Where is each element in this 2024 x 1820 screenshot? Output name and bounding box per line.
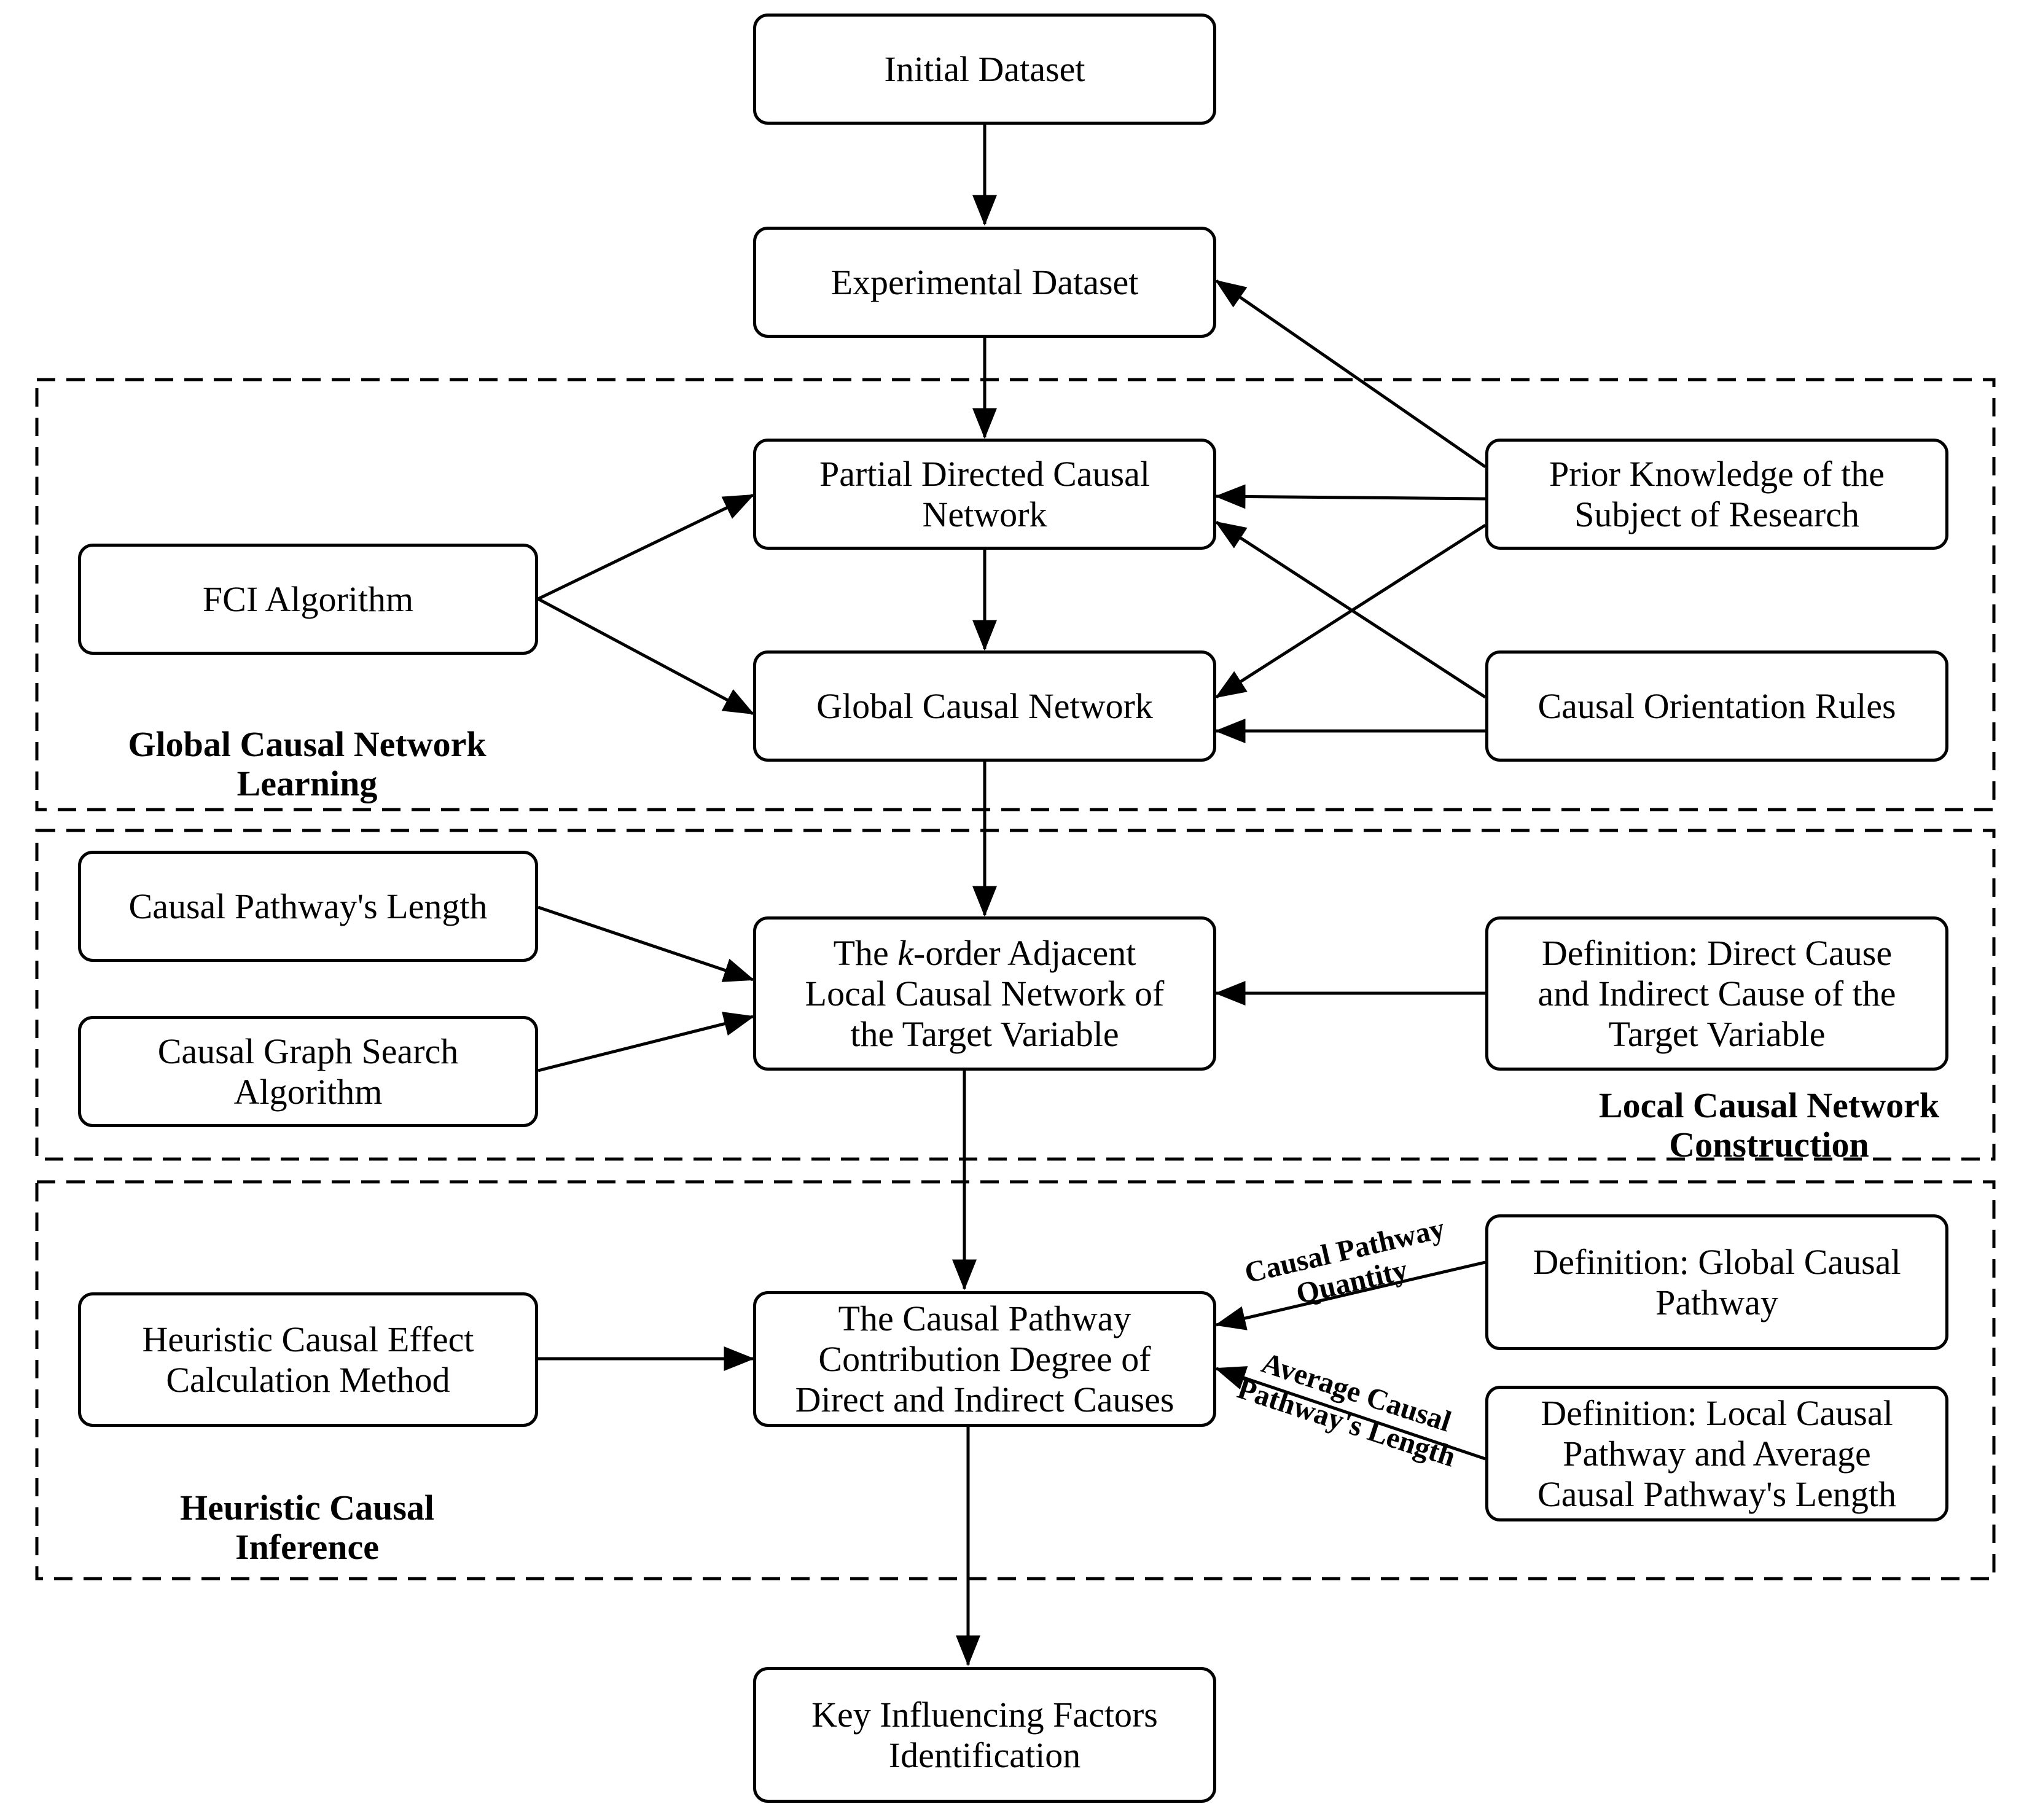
section-label-line: Construction <box>1669 1125 1869 1165</box>
node-text-line: Direct and Indirect Causes <box>795 1379 1174 1420</box>
node-text-line: Identification <box>888 1735 1081 1775</box>
arrow-prior-to-experimental <box>1214 279 1487 469</box>
node-causal-orientation-rules: Causal Orientation Rules <box>1485 650 1948 762</box>
node-experimental-dataset: Experimental Dataset <box>753 227 1216 338</box>
node-text-fragment: The <box>833 932 898 973</box>
node-text-line: Definition: Global Causal <box>1533 1241 1901 1282</box>
section-box-global-learning <box>35 378 1996 811</box>
node-causal-pathway-length: Causal Pathway's Length <box>78 851 538 962</box>
node-initial-dataset: Initial Dataset <box>753 14 1216 125</box>
node-text-italic: k <box>897 932 914 973</box>
section-label-line: Inference <box>235 1527 380 1567</box>
node-partial-directed-network: Partial Directed Causal Network <box>753 439 1216 550</box>
arrow-rules-to-partial <box>1214 520 1487 699</box>
section-label-line: Heuristic Causal <box>179 1488 435 1528</box>
node-text-line: Causal Pathway's Length <box>1538 1474 1896 1514</box>
node-text-line: Causal Pathway's Length <box>128 886 488 926</box>
node-text-line: and Indirect Cause of the <box>1538 973 1896 1013</box>
arrow-prior-to-partial <box>1214 484 1486 509</box>
section-label-heuristic-inference: Heuristic Causal Inference <box>92 1488 522 1567</box>
node-text-line: Global Causal Network <box>816 685 1153 726</box>
arrow-definition-global-to-contribution <box>1214 1260 1486 1330</box>
arrow-search-to-korder <box>537 1012 755 1072</box>
node-k-order-local-network: The k-order Adjacent Local Causal Networ… <box>753 916 1216 1071</box>
section-label-local-construction: Local Causal Network Construction <box>1554 1086 1984 1165</box>
node-text-line: Causal Orientation Rules <box>1538 685 1896 726</box>
node-text-line: Calculation Method <box>166 1359 450 1400</box>
section-box-local-construction <box>35 829 1996 1161</box>
node-global-causal-network: Global Causal Network <box>753 650 1216 762</box>
arrow-fci-to-global <box>537 597 755 716</box>
node-text-line: Target Variable <box>1608 1013 1826 1054</box>
section-label-global-learning: Global Causal Network Learning <box>92 725 522 803</box>
node-text-line: Local Causal Network of <box>805 973 1165 1013</box>
node-text-line: Definition: Local Causal <box>1541 1392 1893 1433</box>
arrow-definition-local-to-contribution <box>1214 1366 1486 1461</box>
arrow-fci-to-partial <box>537 493 755 601</box>
section-label-line: Global Causal Network <box>128 724 486 764</box>
node-prior-knowledge: Prior Knowledge of the Subject of Resear… <box>1485 439 1948 550</box>
node-text-line: Causal Graph Search <box>157 1031 459 1071</box>
node-text-line: Pathway and Average <box>1563 1433 1871 1474</box>
node-text-line: The Causal Pathway <box>838 1298 1131 1338</box>
node-text-line: Pathway <box>1655 1282 1778 1322</box>
node-definition-global-pathway: Definition: Global Causal Pathway <box>1485 1214 1948 1350</box>
node-definition-local-pathway: Definition: Local Causal Pathway and Ave… <box>1485 1386 1948 1521</box>
node-text-line: Contribution Degree of <box>818 1338 1151 1379</box>
node-text-line: FCI Algorithm <box>202 579 414 619</box>
node-text-line: Key Influencing Factors <box>811 1694 1158 1735</box>
node-key-influencing-factors: Key Influencing Factors Identification <box>753 1667 1216 1803</box>
node-text-line: Heuristic Causal Effect <box>142 1319 474 1359</box>
node-text-line: Initial Dataset <box>884 49 1085 89</box>
node-text-line: Partial Directed Causal <box>819 453 1150 494</box>
node-text-line: Prior Knowledge of the <box>1549 453 1885 494</box>
node-heuristic-method: Heuristic Causal Effect Calculation Meth… <box>78 1292 538 1427</box>
arrow-length-to-korder <box>537 905 755 982</box>
node-text-line: Definition: Direct Cause <box>1541 932 1893 973</box>
node-text-line: The k-order Adjacent <box>805 933 1165 974</box>
node-contribution-degree: The Causal Pathway Contribution Degree o… <box>753 1291 1216 1427</box>
node-text-line: Network <box>922 494 1047 534</box>
section-label-line: Learning <box>236 764 378 803</box>
section-box-heuristic-inference <box>35 1180 1996 1580</box>
node-text-line: the Target Variable <box>850 1013 1119 1054</box>
node-text-line: Experimental Dataset <box>830 262 1139 302</box>
section-label-line: Local Causal Network <box>1598 1085 1940 1125</box>
node-text-line: Subject of Research <box>1574 494 1859 534</box>
node-fci-algorithm: FCI Algorithm <box>78 544 538 655</box>
node-causal-graph-search: Causal Graph Search Algorithm <box>78 1016 538 1127</box>
node-text-line: Algorithm <box>233 1071 383 1112</box>
node-text-fragment: -order Adjacent <box>913 932 1136 973</box>
node-definition-direct-indirect: Definition: Direct Cause and Indirect Ca… <box>1485 916 1948 1071</box>
